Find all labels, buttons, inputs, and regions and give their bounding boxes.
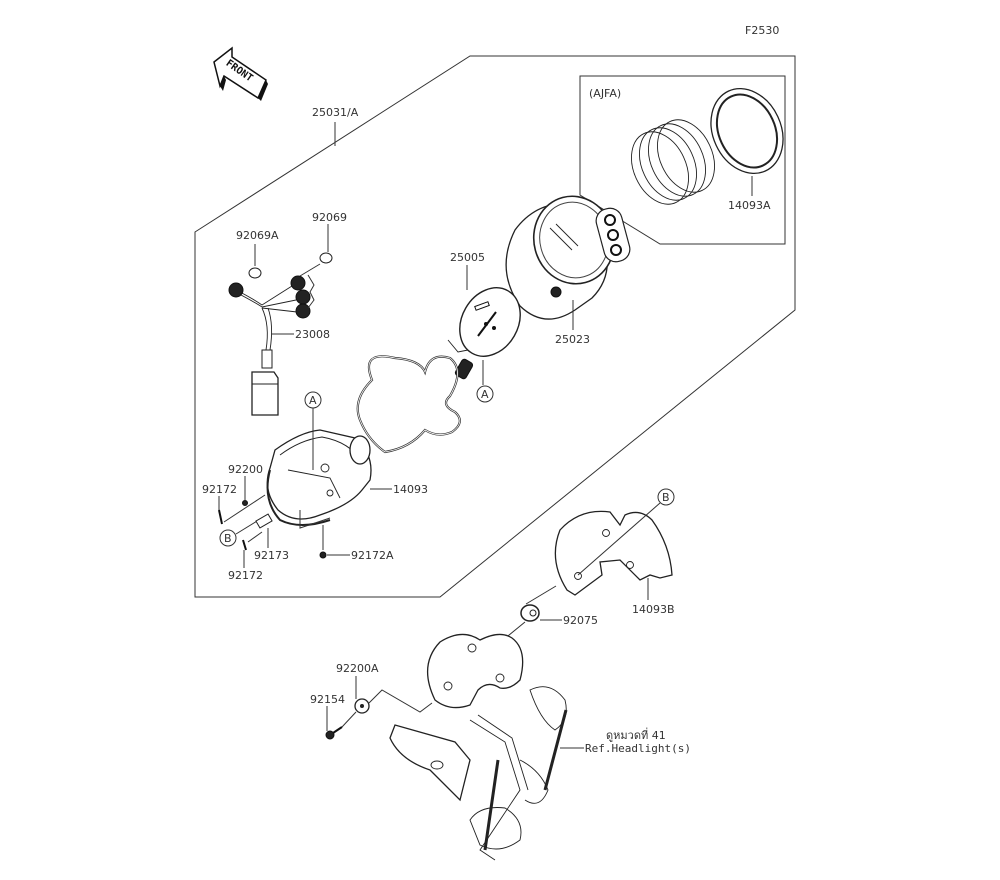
assembly-label: 25031/A	[312, 106, 359, 119]
grommet-icon	[520, 604, 540, 622]
part-label-25023[interactable]: 25023	[555, 333, 590, 346]
part-label-25005[interactable]: 25005	[450, 251, 485, 264]
part-label-92172-top[interactable]: 92172	[202, 483, 237, 496]
front-arrow-icon: FRONT	[213, 46, 268, 101]
part-label-23008[interactable]: 23008	[295, 328, 330, 341]
cover-plate	[554, 510, 673, 596]
bolt-92154-icon	[325, 726, 343, 740]
reference-headlight-link[interactable]: Ref.Headlight(s)	[585, 742, 691, 755]
gasket	[356, 355, 461, 454]
part-label-92075[interactable]: 92075	[563, 614, 598, 627]
meter-bracket	[389, 633, 568, 861]
part-label-14093[interactable]: 14093	[393, 483, 428, 496]
variant-label: (AJFA)	[589, 87, 621, 100]
part-label-92173[interactable]: 92173	[254, 549, 289, 562]
callout-b-case-label: B	[224, 532, 232, 545]
assembly-boundary	[194, 55, 796, 598]
part-label-92154[interactable]: 92154	[310, 693, 345, 706]
washer-92200-icon	[242, 500, 248, 506]
callout-b-cover	[657, 488, 675, 506]
part-label-92069A[interactable]: 92069A	[236, 229, 279, 242]
bulb-92069-icon	[319, 252, 333, 264]
variant-box	[579, 75, 786, 245]
clamp-92173-icon	[255, 513, 273, 529]
screw-92172-icon	[218, 509, 223, 525]
part-label-92200[interactable]: 92200	[228, 463, 263, 476]
meter-case-front	[505, 195, 631, 320]
screw-92172b-icon	[242, 539, 247, 551]
part-label-14093A[interactable]: 14093A	[728, 199, 771, 212]
part-label-14093B[interactable]: 14093B	[632, 603, 675, 616]
callout-b-cover-label: B	[662, 491, 670, 504]
ring-set	[631, 119, 715, 205]
meter-case-rear	[266, 429, 372, 526]
meter-board	[447, 287, 521, 380]
part-label-92172-bottom[interactable]: 92172	[228, 569, 263, 582]
screw-92172A-icon	[319, 551, 327, 559]
callout-a-board	[476, 385, 494, 403]
seal-ring	[710, 87, 784, 175]
part-label-92172A[interactable]: 92172A	[351, 549, 394, 562]
bulb-92069A-icon	[248, 267, 262, 279]
callout-b-case	[219, 529, 237, 547]
callout-a-case-label: A	[309, 394, 317, 407]
callout-a-label: A	[481, 388, 489, 401]
part-label-92069[interactable]: 92069	[312, 211, 347, 224]
part-label-92200A[interactable]: 92200A	[336, 662, 379, 675]
figure-code: F2530	[745, 24, 779, 37]
socket-harness	[228, 275, 311, 416]
reference-thai: ดูหมวดที่ 41	[606, 727, 666, 742]
washer-92200A-icon	[354, 698, 370, 714]
